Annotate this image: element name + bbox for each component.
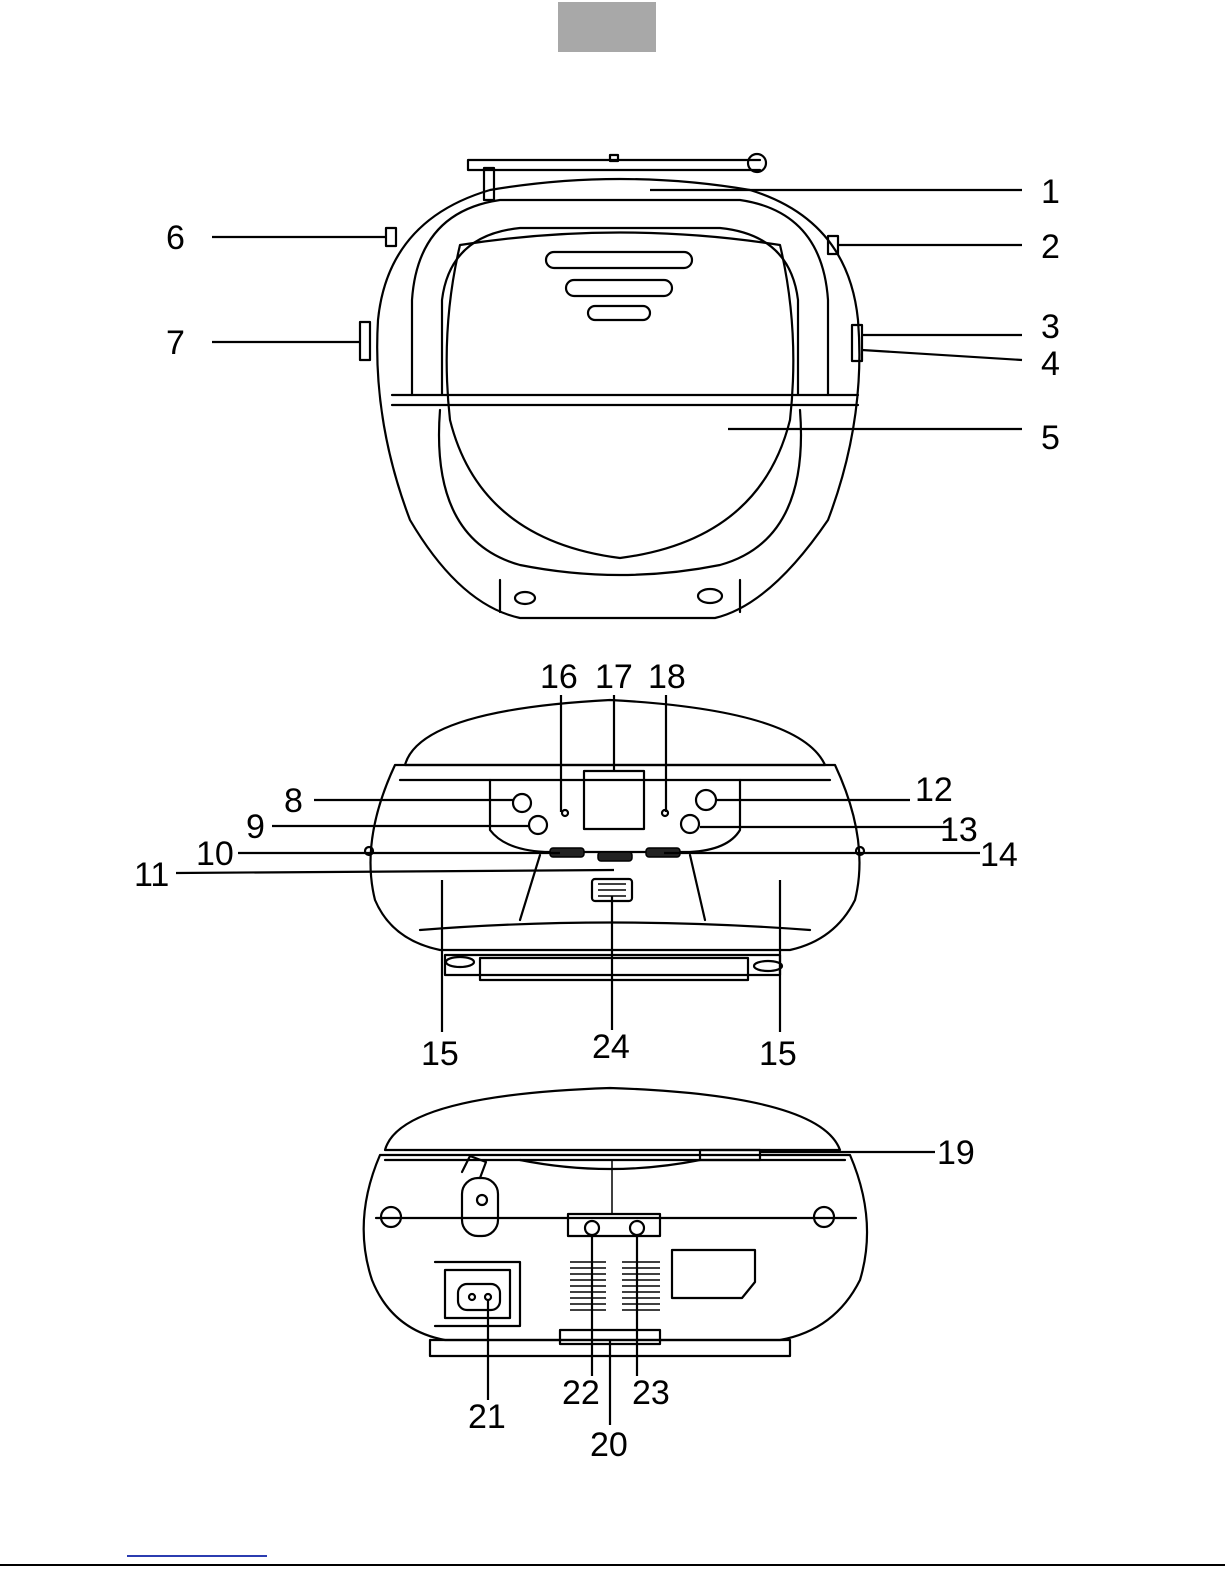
callout-13: 13	[940, 811, 978, 849]
callout-15-right: 15	[759, 1035, 797, 1073]
label-plate	[672, 1250, 755, 1298]
front-button-13	[681, 815, 699, 833]
rear-jack-left	[585, 1221, 599, 1235]
callout-21: 21	[468, 1398, 506, 1436]
cord-holder	[462, 1178, 498, 1236]
antenna	[468, 154, 766, 200]
handle	[412, 200, 828, 395]
footer-link-underline	[127, 1555, 267, 1557]
side-switch-left	[360, 322, 370, 360]
rear-body	[364, 1155, 867, 1340]
rear-grille-left	[570, 1262, 606, 1310]
callout-24: 24	[592, 1028, 630, 1066]
cassette-deck-base	[480, 958, 748, 980]
callout-20: 20	[590, 1426, 628, 1464]
callout-19: 19	[937, 1134, 975, 1172]
front-button-9	[529, 816, 547, 834]
rear-jack-right	[630, 1221, 644, 1235]
indicator-led-left	[562, 810, 568, 816]
callout-6: 6	[166, 219, 185, 257]
callout-4: 4	[1041, 345, 1060, 383]
callout-2: 2	[1041, 228, 1060, 266]
callout-10: 10	[196, 835, 234, 873]
top-body-outline	[377, 179, 859, 618]
footer-rule	[0, 1564, 1225, 1566]
callout-23: 23	[632, 1374, 670, 1412]
callout-17: 17	[595, 658, 633, 696]
callout-22: 22	[562, 1374, 600, 1412]
callout-11: 11	[134, 856, 169, 894]
ac-socket	[458, 1284, 500, 1310]
side-button-left-top	[386, 228, 396, 246]
callout-1: 1	[1041, 173, 1060, 211]
lid-grille	[546, 252, 692, 320]
front-button-8	[513, 794, 531, 812]
rear-grille-right	[622, 1262, 660, 1310]
side-switch-right	[852, 325, 862, 361]
callout-8: 8	[284, 782, 303, 820]
rear-view-leaders	[488, 1152, 935, 1425]
rear-view	[364, 1088, 867, 1356]
callout-9: 9	[246, 808, 265, 846]
callout-labels: 1 2 3 4 5 6 7 8 9 10 11 12 13 14 15 15 1…	[134, 173, 1060, 1464]
callout-18: 18	[648, 658, 686, 696]
callout-5: 5	[1041, 419, 1060, 457]
callout-12: 12	[915, 771, 953, 809]
top-view	[360, 154, 862, 618]
callout-15-left: 15	[421, 1035, 459, 1073]
front-button-12	[696, 790, 716, 810]
callout-7: 7	[166, 324, 185, 362]
callout-16: 16	[540, 658, 578, 696]
slider-button-center	[598, 852, 632, 861]
callout-14: 14	[980, 836, 1018, 874]
callout-3: 3	[1041, 308, 1060, 346]
rear-top-cover	[385, 1088, 840, 1150]
